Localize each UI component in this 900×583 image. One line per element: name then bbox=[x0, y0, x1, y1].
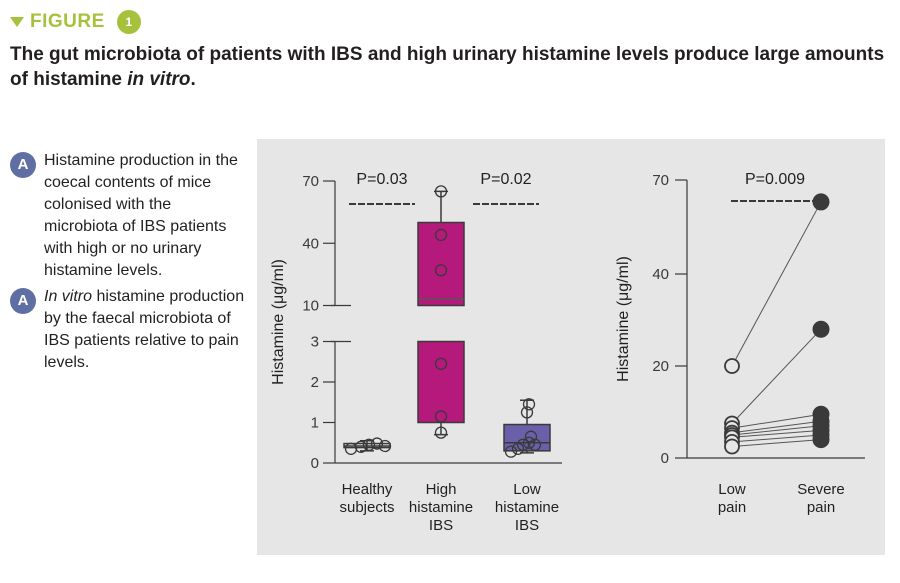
x-category-label: High bbox=[426, 481, 457, 498]
pair-line bbox=[731, 434, 822, 443]
caption-badge: A bbox=[10, 288, 36, 314]
x-category-label: IBS bbox=[429, 517, 453, 534]
figure-header: FIGURE 1 bbox=[10, 8, 141, 36]
data-point bbox=[528, 438, 542, 451]
data-point bbox=[354, 440, 368, 453]
data-point bbox=[370, 437, 384, 450]
data-point bbox=[434, 426, 448, 439]
x-category-label: pain bbox=[807, 499, 835, 516]
data-point bbox=[522, 436, 536, 449]
pair-line bbox=[731, 420, 822, 434]
data-point bbox=[524, 430, 538, 443]
pair-line bbox=[731, 201, 822, 367]
data-point-severe-pain bbox=[812, 431, 830, 449]
x-category-label: Low bbox=[718, 481, 746, 498]
data-point bbox=[520, 406, 534, 419]
figure-title: The gut microbiota of patients with IBS … bbox=[10, 42, 890, 92]
y-axis-label: Histamine (μg/ml) bbox=[615, 256, 632, 382]
figure-label: FIGURE bbox=[30, 11, 105, 32]
data-point bbox=[378, 439, 392, 453]
pair-line bbox=[731, 328, 822, 424]
data-point bbox=[434, 185, 448, 198]
p-value-label: P=0.009 bbox=[745, 171, 805, 188]
figure-number-badge: 1 bbox=[116, 10, 141, 34]
caption-italic: In vitro bbox=[44, 288, 93, 305]
box-upper bbox=[417, 221, 465, 307]
x-category-label: histamine bbox=[409, 499, 473, 516]
data-point bbox=[362, 438, 376, 451]
y-tick-label: 3 bbox=[311, 334, 319, 351]
caption-badge: A bbox=[10, 152, 36, 178]
x-category-label: subjects bbox=[339, 499, 394, 516]
figure-title-end: . bbox=[190, 69, 196, 90]
y-tick-label: 0 bbox=[311, 455, 319, 472]
y-tick-label: 0 bbox=[661, 450, 669, 467]
y-tick-label: 40 bbox=[302, 235, 319, 252]
pair-line bbox=[731, 429, 822, 438]
x-category-label: Low bbox=[513, 481, 541, 498]
y-tick-label: 20 bbox=[652, 358, 669, 375]
pair-line bbox=[731, 413, 822, 429]
pair-line bbox=[731, 425, 822, 436]
p-value-label: P=0.02 bbox=[480, 171, 531, 188]
data-point bbox=[434, 228, 448, 242]
caption-b: A In vitro histamine production by the f… bbox=[10, 286, 245, 374]
x-category-label: pain bbox=[718, 499, 746, 516]
data-point-low-pain bbox=[724, 358, 740, 374]
figure-title-italic: in vitro bbox=[127, 69, 191, 90]
p-value-label: P=0.03 bbox=[356, 171, 407, 188]
data-point-severe-pain bbox=[812, 320, 830, 338]
caption-list: A Histamine production in the coecal con… bbox=[10, 150, 245, 378]
y-tick-label: 10 bbox=[302, 298, 319, 315]
figure-title-main: The gut microbiota of patients with IBS … bbox=[10, 44, 885, 90]
y-tick-label: 70 bbox=[302, 173, 319, 190]
y-tick-label: 40 bbox=[652, 266, 669, 283]
data-point bbox=[434, 264, 448, 277]
y-tick-label: 2 bbox=[311, 374, 319, 391]
data-point bbox=[434, 357, 448, 370]
pair-line bbox=[731, 439, 822, 447]
y-tick-label: 1 bbox=[311, 415, 319, 432]
triangle-down-icon bbox=[10, 17, 24, 27]
x-category-label: Healthy bbox=[342, 481, 393, 498]
box-lower bbox=[417, 340, 465, 424]
data-point bbox=[504, 445, 518, 458]
data-point bbox=[344, 442, 358, 455]
x-category-label: histamine bbox=[495, 499, 559, 516]
data-point bbox=[434, 410, 448, 423]
y-tick-label: 70 bbox=[652, 172, 669, 189]
y-axis-label: Histamine (μg/ml) bbox=[270, 259, 287, 385]
x-category-label: IBS bbox=[515, 517, 539, 534]
x-category-label: Severe bbox=[797, 481, 845, 498]
caption-text: Histamine production in the coecal conte… bbox=[44, 152, 238, 279]
caption-a: A Histamine production in the coecal con… bbox=[10, 150, 245, 282]
data-point bbox=[522, 398, 536, 411]
chart-svg: 10 40 70 0 1 2 3 Histamine (μg/ml) P=0.03 P=0.02H… bbox=[270, 171, 865, 534]
caption-text: histamine production by the faecal micro… bbox=[44, 288, 245, 371]
data-point-low-pain bbox=[724, 438, 740, 455]
data-point bbox=[516, 438, 530, 451]
